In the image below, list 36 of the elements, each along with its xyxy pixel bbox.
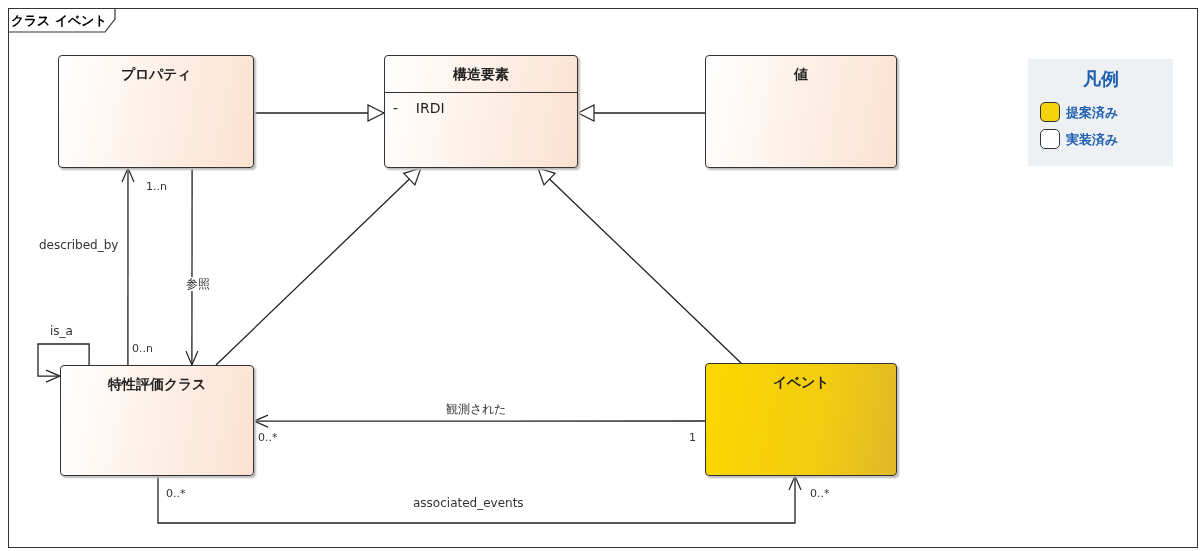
multiplicity-label: 1 xyxy=(689,431,696,444)
edge-label: associated_events xyxy=(411,496,526,510)
edge-label: described_by xyxy=(37,238,121,252)
class-box xyxy=(705,55,897,168)
multiplicity-label: 0..* xyxy=(810,487,830,500)
association-arrow xyxy=(121,167,135,366)
generalization-arrow xyxy=(253,104,385,122)
edge-label: 参照 xyxy=(184,277,212,291)
association-arrow xyxy=(37,343,90,383)
class-box xyxy=(60,365,254,476)
class-box xyxy=(58,55,254,168)
generalization-arrow xyxy=(537,167,742,364)
multiplicity-label: 1..n xyxy=(146,180,167,193)
generalization-arrow xyxy=(577,104,706,122)
class-name: イベント xyxy=(772,374,830,392)
association-arrow xyxy=(185,167,199,366)
class-box xyxy=(384,55,578,168)
class-name: 構造要素 xyxy=(452,66,510,84)
legend-text: 提案済み xyxy=(1066,104,1118,122)
multiplicity-label: 0..* xyxy=(258,431,278,444)
edge-label: is_a xyxy=(48,324,75,338)
multiplicity-label: 0..n xyxy=(132,342,153,355)
class-box xyxy=(705,363,897,476)
multiplicity-label: 0..* xyxy=(166,487,186,500)
frame-tab: クラス イベント xyxy=(9,9,117,33)
association-arrow xyxy=(157,475,802,524)
association-arrow xyxy=(253,414,706,428)
edge-label: 観測された xyxy=(444,402,508,416)
attribute-text: - IRDI xyxy=(393,100,445,116)
class-name: プロパティ xyxy=(120,66,192,84)
diagram-frame xyxy=(8,8,1198,548)
legend-text: 実装済み xyxy=(1066,131,1118,149)
legend-title: 凡例 xyxy=(1081,67,1120,91)
class-name: 値 xyxy=(793,66,809,84)
class-name: 特性評価クラス xyxy=(106,376,207,394)
generalization-arrow xyxy=(215,167,422,366)
